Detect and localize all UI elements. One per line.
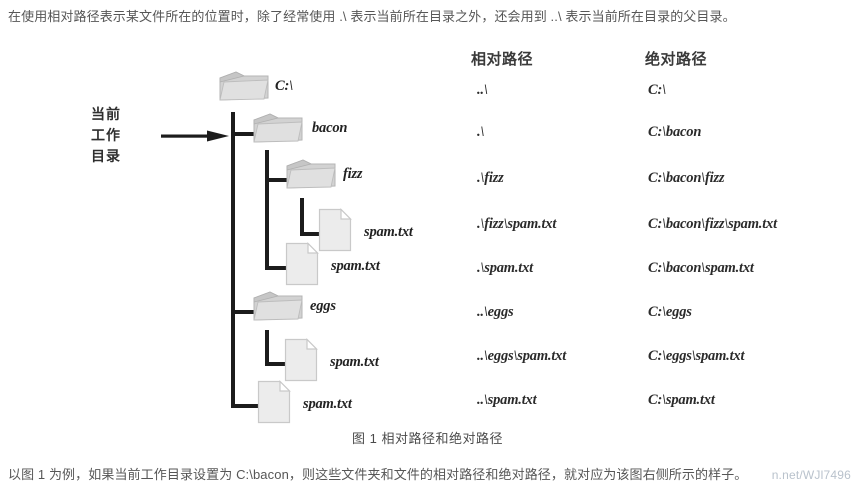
- tree-branch-bacon-spam: [265, 266, 293, 270]
- tree-trunk-bacon: [265, 150, 269, 270]
- file-icon: [318, 208, 352, 252]
- relative-path-cell: ..\spam.txt: [477, 392, 537, 408]
- relative-path-cell: .\fizz: [477, 170, 504, 186]
- cwd-label-line-1: 当前: [91, 106, 121, 122]
- tree-node-label: bacon: [312, 120, 348, 136]
- tree-elbow-eggs-spam-vertical: [265, 330, 269, 366]
- tree-node-label: spam.txt: [303, 396, 352, 412]
- relative-path-cell: ..\eggs\spam.txt: [477, 348, 567, 364]
- relative-path-cell: ..\eggs: [477, 304, 514, 320]
- tree-branch-fizz: [265, 178, 293, 182]
- outro-paragraph: 以图 1 为例，如果当前工作目录设置为 C:\bacon，则这些文件夹和文件的相…: [8, 467, 748, 482]
- absolute-path-cell: C:\: [648, 82, 666, 98]
- file-icon: [284, 338, 318, 382]
- tree-node-root[interactable]: C:\: [218, 68, 358, 108]
- tree-node-label: C:\: [275, 78, 293, 94]
- tree-trunk-root: [231, 112, 235, 408]
- absolute-path-cell: C:\eggs: [648, 304, 692, 320]
- tree-elbow-fizz-spam-horizontal: [300, 232, 322, 236]
- intro-paragraph: 在使用相对路径表示某文件所在的位置时，除了经常使用 .\ 表示当前所在目录之外，…: [8, 9, 736, 24]
- relative-path-cell: .\: [477, 124, 485, 140]
- tree-node-label: eggs: [310, 298, 336, 314]
- folder-icon: [253, 113, 303, 143]
- tree-elbow-fizz-spam-vertical: [300, 198, 304, 236]
- cwd-label-line-3: 目录: [91, 148, 121, 164]
- current-working-directory-label: 当前 工作 目录: [91, 104, 121, 167]
- folder-icon: [253, 291, 303, 321]
- tree-branch-root-spam: [231, 404, 261, 408]
- tree-node-label: fizz: [343, 166, 363, 182]
- tree-elbow-eggs-spam-horizontal: [265, 362, 287, 366]
- tree-node-root-spam[interactable]: spam.txt: [257, 380, 427, 424]
- relative-path-cell: ..\: [477, 82, 488, 98]
- tree-branch-eggs: [231, 310, 261, 314]
- tree-node-fizz[interactable]: fizz: [285, 156, 445, 196]
- tree-branch-bacon: [231, 132, 261, 136]
- absolute-path-cell: C:\spam.txt: [648, 392, 715, 408]
- relative-path-cell: .\spam.txt: [477, 260, 534, 276]
- absolute-path-cell: C:\bacon: [648, 124, 702, 140]
- tree-node-eggs-spam[interactable]: spam.txt: [284, 338, 454, 382]
- arrow-right-icon: [161, 130, 229, 142]
- tree-node-label: spam.txt: [331, 258, 380, 274]
- relative-path-cell: .\fizz\spam.txt: [477, 216, 557, 232]
- column-header-absolute-path: 绝对路径: [645, 51, 708, 68]
- folder-icon: [286, 159, 336, 189]
- absolute-path-cell: C:\bacon\fizz: [648, 170, 725, 186]
- figure-caption: 图 1 相对路径和绝对路径: [352, 431, 503, 446]
- file-icon: [257, 380, 291, 424]
- tree-node-eggs[interactable]: eggs: [252, 288, 412, 328]
- tree-node-label: spam.txt: [330, 354, 379, 370]
- absolute-path-cell: C:\eggs\spam.txt: [648, 348, 745, 364]
- absolute-path-cell: C:\bacon\spam.txt: [648, 260, 754, 276]
- tree-node-fizz-spam[interactable]: spam.txt: [318, 208, 488, 252]
- tree-node-bacon[interactable]: bacon: [252, 110, 412, 150]
- figure-relative-absolute-paths: 相对路径 绝对路径 当前 工作 目录 C:\: [0, 36, 855, 426]
- tree-node-bacon-spam[interactable]: spam.txt: [285, 242, 455, 286]
- column-header-relative-path: 相对路径: [471, 51, 534, 68]
- cwd-label-line-2: 工作: [91, 127, 121, 143]
- file-icon: [285, 242, 319, 286]
- absolute-path-cell: C:\bacon\fizz\spam.txt: [648, 216, 777, 232]
- tree-node-label: spam.txt: [364, 224, 413, 240]
- folder-icon: [219, 71, 269, 101]
